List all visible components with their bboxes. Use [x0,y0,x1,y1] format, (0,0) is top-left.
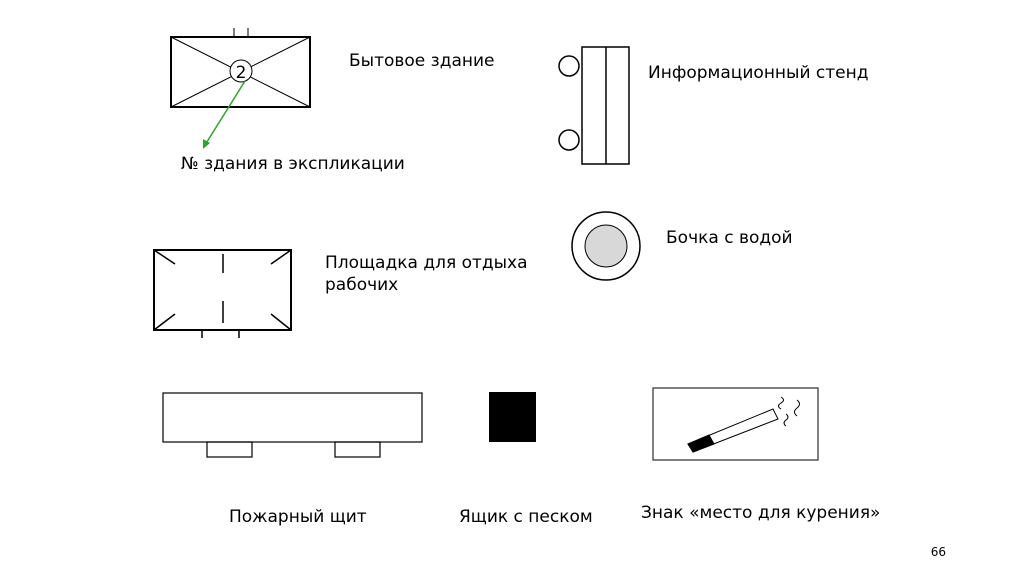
label-fire-board: Пожарный щит [229,507,367,527]
label-sand-box: Ящик с песком [459,507,593,527]
green-arrow [203,80,246,149]
building-number-digit: 2 [236,63,247,83]
fire-board-symbol [162,392,423,458]
label-rest-area-line2: рабочих [325,275,399,295]
rest-area-symbol [153,249,292,338]
page-number: 66 [930,545,946,559]
smoking-sign-symbol [652,387,819,461]
label-rest-area-line1: Площадка для отдыха [325,253,528,273]
label-water-barrel: Бочка с водой [666,228,793,248]
sand-box-symbol [489,392,536,442]
label-smoking-sign: Знак «место для курения» [641,503,881,523]
household-building-symbol: 2 [170,28,311,108]
label-building-number: № здания в экспликации [181,154,405,174]
info-stand-symbol [558,46,630,165]
label-info-stand: Информационный стенд [648,63,869,83]
label-household-building: Бытовое здание [349,51,495,71]
water-barrel-symbol [571,211,641,281]
